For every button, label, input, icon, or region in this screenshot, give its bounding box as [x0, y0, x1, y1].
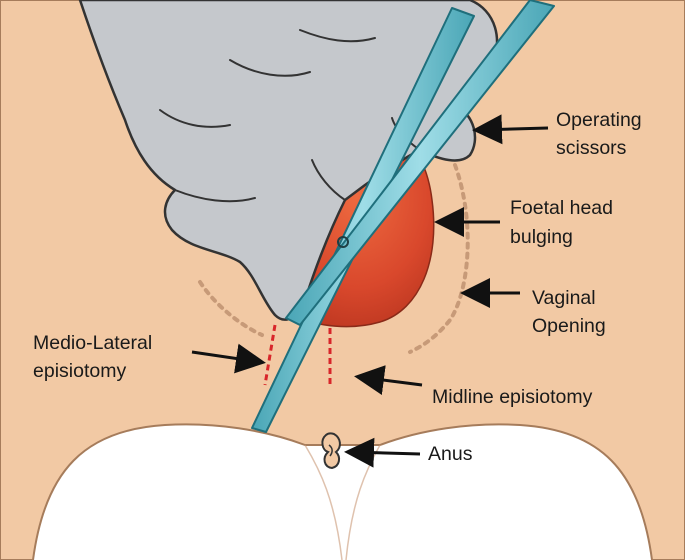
midline-label: Midline episiotomy [432, 386, 593, 408]
anus-label: Anus [428, 443, 473, 465]
buttock-crease [305, 445, 380, 560]
anus-mark [322, 433, 340, 468]
anus-arrow [350, 452, 420, 454]
operating-scissors-arrow [478, 128, 548, 130]
